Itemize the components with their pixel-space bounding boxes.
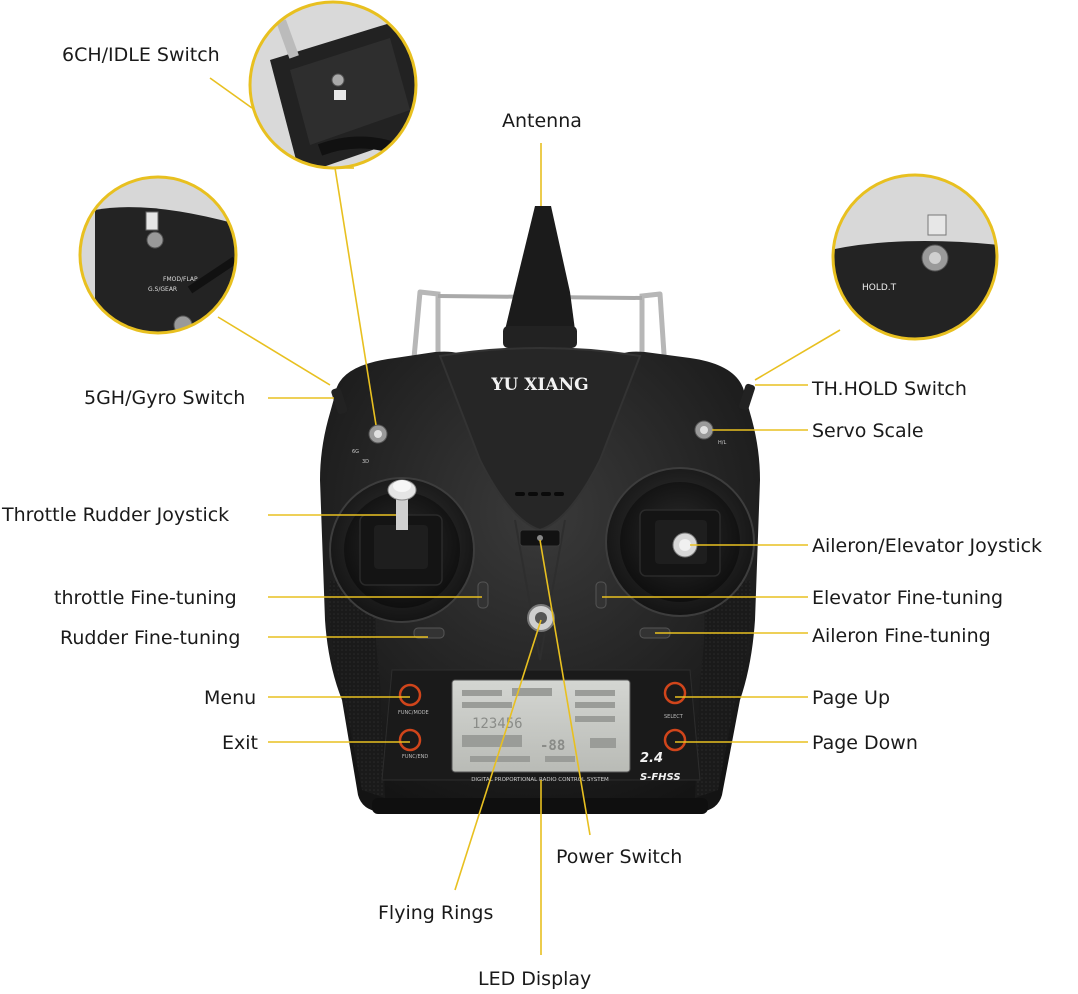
- aileron-elevator-gimbal: [605, 467, 755, 617]
- label-rudder-fine-tuning: Rudder Fine-tuning: [60, 627, 241, 649]
- label-flying-rings: Flying Rings: [378, 902, 494, 924]
- th-hold-switch-zoom-inset: HOLD.T: [831, 173, 999, 341]
- label-power-switch: Power Switch: [556, 846, 683, 868]
- idle-switch-zoom-inset: [248, 0, 418, 170]
- control-panel: 123456 -88 FUNC/MODE FUNC/END SELECT DIG…: [381, 669, 701, 783]
- fmod-flap-mark: FMOD/FLAP: [163, 276, 198, 283]
- label-aileron-elevator-joystick: Aileron/Elevator Joystick: [812, 535, 1043, 557]
- lcd-digits-row: 123456: [472, 716, 523, 732]
- hold-t-mark: HOLD.T: [862, 283, 897, 293]
- label-gyro-switch: 5GH/Gyro Switch: [84, 387, 246, 409]
- elevator-trim: [595, 581, 607, 609]
- label-elevator-fine-tuning: Elevator Fine-tuning: [812, 587, 1004, 609]
- throttle-trim: [477, 581, 489, 609]
- select-caption: SELECT: [664, 714, 684, 720]
- gyro-switch-zoom-inset: FMOD/FLAP G.S/GEAR: [78, 175, 238, 335]
- label-led-display: LED Display: [478, 968, 592, 990]
- page-down-button: [663, 728, 687, 752]
- label-exit: Exit: [222, 732, 258, 754]
- label-6ch-idle-switch: 6CH/IDLE Switch: [62, 44, 220, 66]
- label-th-hold-switch: TH.HOLD Switch: [812, 378, 967, 400]
- menu-button: [398, 683, 422, 707]
- label-antenna: Antenna: [502, 110, 582, 132]
- func-end-caption: FUNC/END: [402, 754, 428, 760]
- label-menu: Menu: [204, 687, 257, 709]
- func-mode-caption: FUNC/MODE: [398, 710, 429, 716]
- label-page-down: Page Down: [812, 732, 918, 754]
- lcd-value-readout: -88: [540, 738, 565, 754]
- throttle-rudder-gimbal: [329, 477, 475, 623]
- rudder-trim: [413, 627, 445, 639]
- label-servo-scale: Servo Scale: [812, 420, 924, 442]
- page-up-button: [663, 681, 687, 705]
- servo-scale-switch: [694, 420, 714, 440]
- h-l-mark: H/L: [718, 440, 726, 446]
- idle-switch: [368, 424, 388, 444]
- exit-button: [398, 728, 422, 752]
- label-throttle-rudder-joystick: Throttle Rudder Joystick: [2, 504, 230, 526]
- gyro-switch: [331, 387, 348, 415]
- brand-logo: YU XIANG: [490, 375, 588, 395]
- label-throttle-fine-tuning: throttle Fine-tuning: [54, 587, 237, 609]
- gs-gear-mark: G.S/GEAR: [148, 286, 177, 293]
- flying-ring: [527, 604, 555, 632]
- panel-caption: DIGITAL PROPORTIONAL RADIO CONTROL SYSTE…: [471, 777, 609, 783]
- leader-lines: [209, 77, 841, 955]
- label-aileron-fine-tuning: Aileron Fine-tuning: [812, 625, 991, 647]
- six-g-mark: 6G: [352, 449, 359, 455]
- antenna: [503, 206, 577, 348]
- label-page-up: Page Up: [812, 687, 891, 709]
- three-d-mark: 3D: [362, 459, 369, 465]
- band-badge: 2.4: [640, 751, 663, 766]
- th-hold-switch: [739, 383, 755, 411]
- system-badge: S-FHSS: [640, 772, 681, 783]
